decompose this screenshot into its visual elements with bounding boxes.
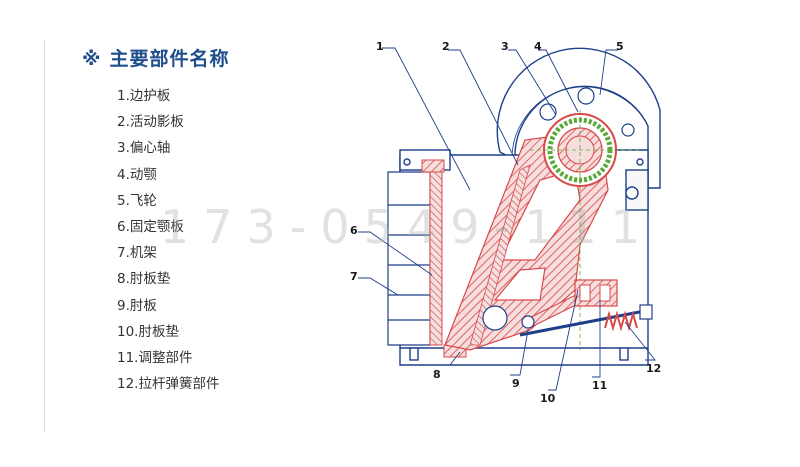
title-text: 主要部件名称 xyxy=(109,48,230,70)
part-item: 7.机架 xyxy=(117,245,157,262)
callout-label: 9 xyxy=(512,377,520,390)
part-item: 11.调整部件 xyxy=(117,349,193,366)
part-item: 8.肘板垫 xyxy=(117,271,171,288)
callout-label: 4 xyxy=(534,40,542,53)
part-item: 9.肘板 xyxy=(117,297,157,314)
frame-ribs xyxy=(387,171,431,346)
part-item: 5.飞轮 xyxy=(117,192,157,209)
section-title: ※ 主要部件名称 xyxy=(82,44,230,71)
callout-label: 5 xyxy=(616,40,624,53)
part-item: 10.肘板垫 xyxy=(117,323,179,340)
callout-label: 8 xyxy=(433,368,441,381)
callout-label: 10 xyxy=(540,392,556,405)
part-item: 12.拉杆弹簧部件 xyxy=(117,376,220,393)
part-item: 4.动颚 xyxy=(117,166,157,183)
fixed-jaw-plate xyxy=(421,159,467,358)
swing-jaw xyxy=(444,129,609,351)
part-item: 6.固定颚板 xyxy=(117,218,184,235)
callout-label: 1 xyxy=(376,40,384,53)
callout-label: 12 xyxy=(646,362,662,375)
reference-mark-icon: ※ xyxy=(82,48,102,70)
callout-label: 2 xyxy=(442,40,450,53)
part-item: 3.偏心轴 xyxy=(117,140,171,157)
callout-label: 11 xyxy=(592,379,608,392)
part-item: 1.边护板 xyxy=(117,88,171,104)
callout-label: 3 xyxy=(501,40,509,53)
part-item: 2.活动影板 xyxy=(117,114,184,131)
left-divider xyxy=(44,40,45,432)
callout-label: 6 xyxy=(350,224,358,237)
phone-watermark: 173-0549-111 xyxy=(160,200,654,254)
adjusting-parts xyxy=(574,279,618,307)
leader-lines xyxy=(358,47,656,391)
parts-list: 1.边护板 2.活动影板 3.偏心轴 4.动颚 5.飞轮 6.固定颚板 7.机架… xyxy=(117,86,219,400)
tension-rod-spring xyxy=(519,304,653,337)
callout-label: 7 xyxy=(350,270,358,283)
